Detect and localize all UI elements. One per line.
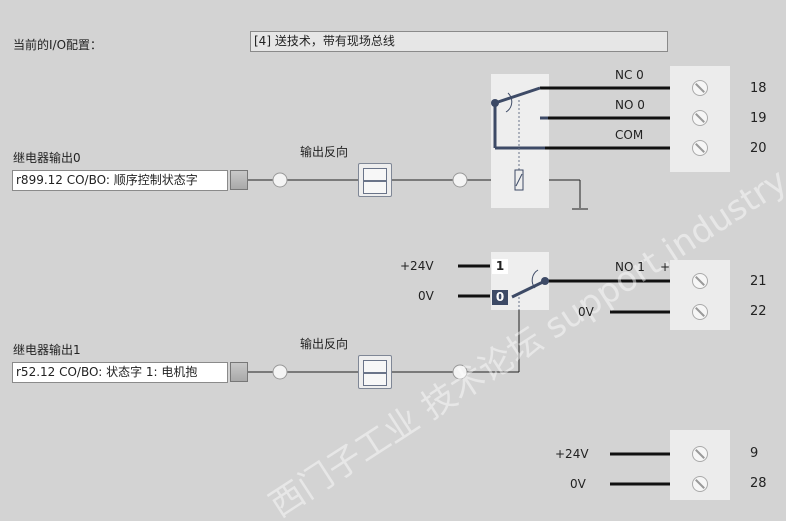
screw-icon: [692, 273, 708, 289]
terminal-18: 18: [750, 81, 767, 96]
relay1-invert-toggle[interactable]: [358, 355, 392, 389]
no1-label: NO 1: [615, 260, 645, 274]
relay1-label: 继电器输出1: [13, 343, 81, 357]
relay1-contact: [511, 269, 549, 310]
relay0-label: 继电器输出0: [13, 151, 81, 165]
terminal-28: 28: [750, 476, 767, 491]
relay1-browse-button[interactable]: [230, 362, 248, 382]
relay1-0v-label: 0V: [418, 289, 434, 303]
terminal-block-2: [670, 430, 730, 500]
io-config-label: 当前的I/O配置：: [13, 38, 103, 52]
terminal-block-0: [670, 66, 730, 172]
screw-icon: [692, 446, 708, 462]
screw-icon: [692, 80, 708, 96]
nc0-label: NC 0: [615, 68, 644, 82]
relay1-24v-label: +24V: [400, 259, 434, 273]
screw-icon: [692, 140, 708, 156]
relay1-invert-label: 输出反向: [300, 337, 349, 351]
screw-icon: [692, 476, 708, 492]
screw-icon: [692, 304, 708, 320]
junction-points: [272, 172, 468, 380]
state-0-indicator: 0: [492, 290, 508, 305]
relay0-contact: [493, 86, 548, 150]
state-1-indicator: 1: [492, 259, 508, 274]
terminal-9: 9: [750, 446, 759, 461]
supply-24v-label: +24V: [555, 447, 589, 461]
screw-icon: [692, 110, 708, 126]
supply-0v-label: 0V: [570, 477, 586, 491]
terminal-20: 20: [750, 141, 767, 156]
terminal-block-1: [670, 260, 730, 330]
relay1-out-0v-label: 0V: [578, 305, 594, 319]
relay0-invert-label: 输出反向: [300, 145, 349, 159]
terminal-21: 21: [750, 274, 767, 289]
terminal-22: 22: [750, 304, 767, 319]
relay0-browse-button[interactable]: [230, 170, 248, 190]
relay0-source-input[interactable]: r899.12 CO/BO: 顺序控制状态字: [12, 170, 228, 191]
no0-label: NO 0: [615, 98, 645, 112]
com-label: COM: [615, 128, 644, 142]
relay1-source-input[interactable]: r52.12 CO/BO: 状态字 1: 电机抱: [12, 362, 228, 383]
contact-wires: [458, 86, 670, 486]
io-config-select[interactable]: [4] 送技术，带有现场总线: [250, 31, 668, 52]
terminal-19: 19: [750, 111, 767, 126]
relay0-invert-toggle[interactable]: [358, 163, 392, 197]
plus-label: +: [660, 260, 671, 274]
